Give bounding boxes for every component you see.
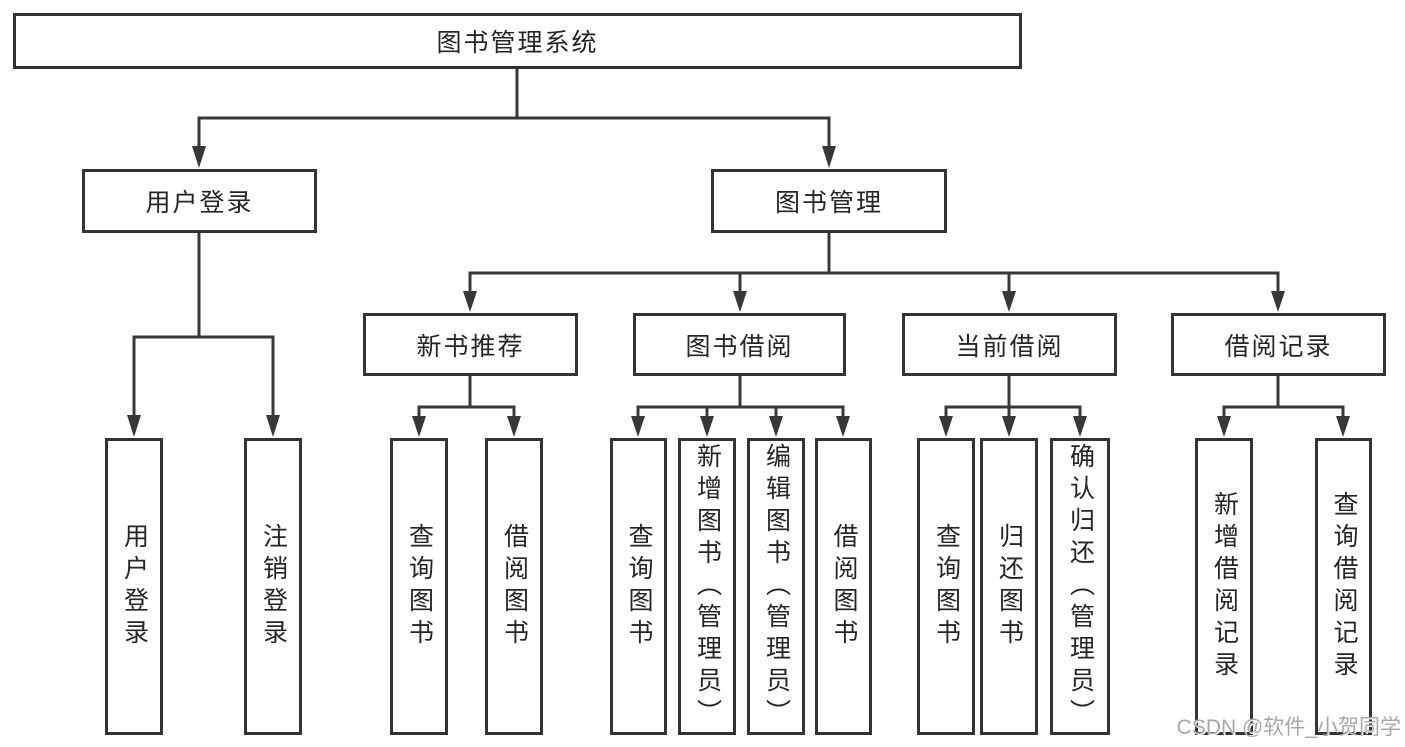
leaf-borrow-books-recommend-label: 借阅图书 (500, 522, 529, 651)
leaf-confirm-return-admin: 确认归还（管理员） (1050, 438, 1110, 735)
node-borrowing-records-label: 借阅记录 (1224, 332, 1333, 361)
leaf-edit-books-admin-label: 编辑图书（管理员） (762, 442, 791, 731)
leaf-return-books: 归还图书 (980, 438, 1038, 735)
node-user-login-label: 用户登录 (145, 189, 254, 217)
node-user-login: 用户登录 (82, 169, 317, 233)
leaf-add-borrow-record-label: 新增借阅记录 (1210, 490, 1239, 683)
node-new-book-recommend-label: 新书推荐 (416, 332, 525, 361)
leaf-add-borrow-record: 新增借阅记录 (1195, 438, 1253, 735)
leaf-user-login-label: 用户登录 (120, 522, 149, 651)
leaf-query-books-current-label: 查询图书 (932, 522, 961, 651)
node-book-borrowing-label: 图书借阅 (685, 332, 794, 361)
leaf-edit-books-admin: 编辑图书（管理员） (747, 438, 805, 735)
leaf-confirm-return-admin-label: 确认归还（管理员） (1066, 442, 1095, 731)
leaf-query-borrow-record-label: 查询借阅记录 (1330, 490, 1358, 683)
node-new-book-recommend: 新书推荐 (363, 313, 578, 376)
node-borrowing-records: 借阅记录 (1171, 313, 1386, 376)
node-book-management-label: 图书管理 (774, 189, 883, 217)
leaf-logout-label: 注销登录 (259, 522, 288, 651)
node-current-borrowing-label: 当前借阅 (955, 332, 1064, 361)
leaf-query-books-recommend-label: 查询图书 (405, 522, 434, 651)
leaf-borrow-books-label: 借阅图书 (830, 522, 858, 651)
leaf-query-borrow-record: 查询借阅记录 (1315, 438, 1372, 735)
node-book-management: 图书管理 (711, 169, 947, 233)
leaf-add-books-admin-label: 新增图书（管理员） (693, 442, 722, 731)
leaf-add-books-admin: 新增图书（管理员） (678, 438, 736, 735)
leaf-query-books-borrowing: 查询图书 (610, 438, 667, 735)
leaf-query-books-current: 查询图书 (917, 438, 975, 735)
watermark: CSDN @软件_小贺同学 (1176, 716, 1401, 739)
leaf-borrow-books-recommend: 借阅图书 (485, 438, 543, 735)
leaf-borrow-books: 借阅图书 (815, 438, 872, 735)
leaf-user-login: 用户登录 (105, 438, 163, 735)
leaf-query-books-borrowing-label: 查询图书 (625, 522, 653, 651)
leaf-return-books-label: 归还图书 (995, 522, 1024, 651)
node-book-borrowing: 图书借阅 (633, 313, 846, 376)
leaf-query-books-recommend: 查询图书 (390, 438, 448, 735)
node-root-label: 图书管理系统 (436, 29, 599, 57)
leaf-logout: 注销登录 (244, 438, 302, 735)
node-root: 图书管理系统 (13, 13, 1022, 69)
node-current-borrowing: 当前借阅 (902, 313, 1117, 376)
